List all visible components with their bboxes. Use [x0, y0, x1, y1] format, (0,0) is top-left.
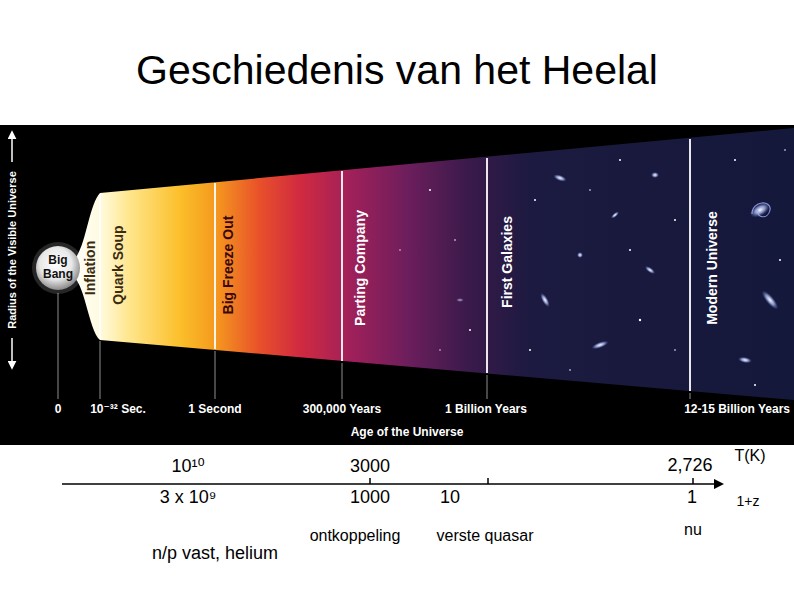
galaxies-part: [591, 339, 610, 351]
time-label: 10⁻³² Sec.: [90, 403, 146, 417]
stars-part: [639, 319, 641, 321]
event-label: Big Bang: [43, 254, 73, 282]
stars-part: [779, 259, 781, 261]
era-label: Quark Soup: [110, 225, 126, 304]
event-note: n/p vast, helium: [150, 540, 280, 567]
era-boundaries-part: [99, 194, 101, 339]
universe-cone: [70, 128, 794, 400]
stars-part: [674, 349, 676, 351]
temperature-value: 10¹⁰: [171, 456, 204, 477]
axis-unit: 1+z: [737, 493, 760, 509]
era-label: First Galaxies: [499, 216, 515, 308]
galaxies-part: [552, 173, 567, 183]
temperature-value: 3000: [350, 456, 390, 477]
redshift-value: 10: [440, 487, 460, 508]
era-label: Inflation: [82, 241, 98, 295]
stars-part: [734, 159, 736, 161]
slide-title: Geschiedenis van het Heelal: [0, 46, 794, 95]
redshift-axis-part: [369, 478, 371, 484]
stars-part: [629, 249, 631, 251]
axis-title: Age of the Universe: [351, 426, 464, 440]
time-label: 1 Second: [188, 403, 241, 417]
redshift-axis: [62, 478, 722, 484]
redshift-value: 1000: [350, 487, 390, 508]
time-label: 1 Billion Years: [445, 403, 527, 417]
time-label: 300,000 Years: [303, 403, 382, 417]
stars-part: [429, 189, 431, 191]
axis-unit: T(K): [734, 447, 765, 465]
galaxies: [456, 172, 781, 364]
era-boundaries: [100, 139, 690, 391]
time-ticks: [58, 293, 690, 399]
big-bang-blob: [36, 246, 80, 290]
era-boundaries-part: [486, 158, 488, 373]
era-boundaries-part: [689, 139, 691, 391]
stars-part: [589, 189, 591, 191]
era-label: Big Freeze Out: [220, 216, 236, 315]
black-panel: [0, 125, 794, 445]
galaxies-part: [577, 252, 583, 258]
stars-part: [754, 384, 756, 386]
galaxies-part: [651, 172, 659, 178]
redshift-axis-part: [62, 483, 722, 485]
stars-part: [569, 369, 571, 371]
galaxies-part: [610, 210, 620, 219]
galaxies-part: [456, 298, 464, 302]
time-ticks-part: [342, 363, 343, 399]
big-bang-glow: [32, 242, 84, 294]
event-note: verste quasar: [437, 527, 534, 545]
stars: [399, 149, 786, 386]
era-label: Modern Universe: [704, 211, 720, 325]
galaxies-part: [747, 199, 772, 220]
stars-part: [439, 349, 440, 350]
galaxies-part: [538, 292, 551, 309]
stars-part: [674, 219, 676, 221]
galaxies-part: [752, 203, 770, 217]
galaxies-part: [759, 288, 781, 312]
stars-part: [454, 239, 456, 241]
stars-part: [399, 249, 400, 250]
galaxies-part: [644, 265, 657, 276]
era-boundaries-part: [214, 183, 216, 349]
era-boundaries-part: [341, 171, 343, 361]
redshift-axis-part: [692, 478, 694, 484]
redshift-axis-part: [487, 478, 489, 484]
stars-part: [784, 149, 786, 151]
time-ticks-part: [215, 351, 216, 399]
redshift-value: 1: [687, 487, 697, 508]
stars-part: [534, 199, 536, 201]
time-label: 0: [55, 403, 62, 417]
time-label: 12-15 Billion Years: [684, 403, 790, 417]
stars-part: [529, 349, 531, 351]
temperature-value: 2,726: [667, 455, 712, 476]
time-ticks-part: [487, 375, 488, 399]
redshift-value: 3 x 10⁹: [160, 487, 217, 508]
stars-part: [469, 329, 471, 331]
radius-arrows-part: [11, 132, 13, 162]
time-ticks-part: [690, 393, 691, 399]
stars-part: [619, 159, 621, 161]
time-ticks-part: [58, 293, 59, 399]
event-note: ontkoppeling: [310, 527, 401, 545]
radius-arrows-part: [11, 338, 13, 368]
event-note: nu: [684, 521, 702, 539]
axis-title: Radius of the Visible Universe: [6, 171, 19, 329]
galaxies-part: [738, 356, 753, 364]
era-label: Parting Company: [352, 210, 368, 326]
time-ticks-part: [100, 341, 101, 399]
